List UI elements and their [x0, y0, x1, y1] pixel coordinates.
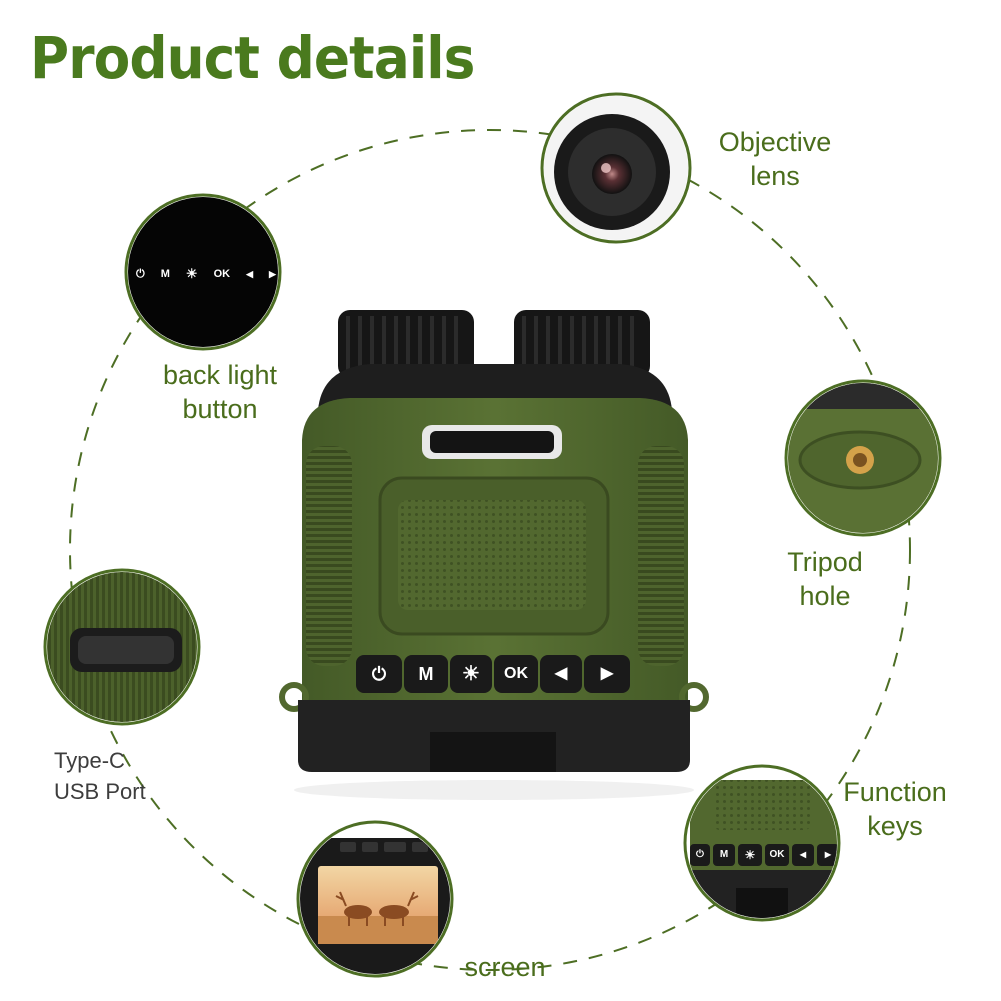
usb-port-label: Type-C USB Port	[40, 745, 180, 807]
function-keys: ⏻ M ☀ OK ◀ ▶	[356, 655, 630, 693]
power-icon: ⏻	[136, 267, 145, 280]
sun-icon: ☀	[744, 848, 756, 862]
tripod-hole-label-line2: hole	[799, 581, 851, 611]
main-keys-bg	[356, 655, 630, 693]
ok-key-label: OK	[213, 268, 231, 280]
backlit-key-row: ⏻ M ☀ OK ◀ ▶	[136, 264, 276, 284]
mode-key-label: M	[160, 268, 170, 280]
screen-label: screen	[450, 950, 560, 984]
function-keys-label-line1: Function	[843, 777, 947, 807]
screen-label-line1: screen	[464, 952, 546, 982]
mode-key-label: M	[719, 849, 729, 860]
objective-lens-label-line2: lens	[750, 161, 800, 191]
night-vision-binocular	[279, 310, 709, 800]
objective-lens-label-line1: Objective	[718, 127, 832, 157]
tripod-hole-callout	[784, 379, 942, 537]
function-keys-label: Function keys	[830, 775, 960, 843]
usb-port-label-line2: USB Port	[54, 779, 146, 804]
power-icon: ⏻	[696, 849, 704, 860]
left-key[interactable]: ◀	[554, 665, 568, 682]
page-title: Product details	[30, 24, 475, 92]
triangle-left-icon: ◀	[799, 850, 807, 859]
back-light-label: back light button	[140, 358, 300, 426]
ok-key-label: OK	[769, 849, 785, 860]
triangle-right-icon: ▶	[269, 268, 276, 279]
screen-callout	[296, 820, 454, 978]
objective-lens-label: Objective lens	[700, 125, 850, 193]
back-light-label-line1: back light	[162, 360, 278, 390]
sun-icon: ☀	[185, 266, 198, 281]
tripod-hole-label: Tripod hole	[765, 545, 885, 613]
ok-key[interactable]: OK	[504, 665, 528, 682]
mode-key[interactable]: M	[418, 664, 434, 684]
dashed-orbit	[69, 129, 911, 971]
back-light-button-callout	[124, 193, 282, 351]
back-light-label-line2: button	[182, 394, 258, 424]
objective-lens-callout	[540, 92, 692, 244]
usb-port-label-line1: Type-C	[54, 748, 125, 773]
function-keys-zoom: ⏻ M ☀ OK ◀ ▶	[690, 844, 840, 866]
triangle-right-icon: ▶	[824, 850, 832, 859]
tripod-hole-label-line1: Tripod	[787, 547, 863, 577]
function-keys-callout	[683, 764, 841, 922]
power-key[interactable]: ⏻	[371, 664, 387, 684]
function-keys-label-line2: keys	[867, 811, 923, 841]
right-key[interactable]: ▶	[600, 665, 614, 682]
usb-port-callout	[43, 568, 201, 726]
triangle-left-icon: ◀	[246, 268, 254, 279]
brightness-key[interactable]: ☀	[462, 663, 480, 685]
